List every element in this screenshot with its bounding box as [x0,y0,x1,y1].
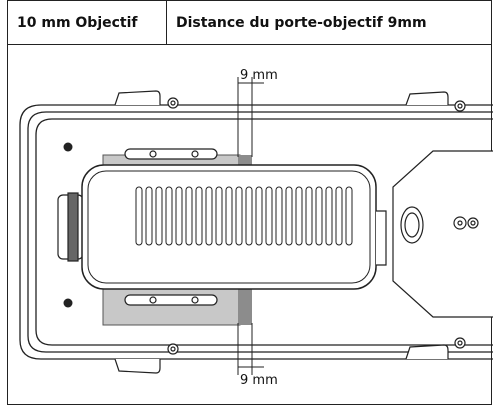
camera-top-view-drawing: 9 mm 9 mm [19,68,493,388]
rear-connector-housing [376,150,493,318]
top-dimension-label: 9 mm [240,68,278,83]
bottom-mount-tab-right [405,337,466,360]
figure-table: 10 mm Objectif Distance du porte-objecti… [7,0,493,405]
table-header-row: 10 mm Objectif Distance du porte-objecti… [8,1,491,45]
bottom-mount-tab-left [114,343,179,374]
top-mount-tab-right [405,91,466,112]
camera-diagram: 9 mm 9 mm [8,45,493,404]
top-mount-tab-left [114,90,179,109]
adjustment-slot-bottom [124,294,218,306]
distance-gap-bottom [238,285,252,325]
bottom-dimension-label: 9 mm [240,373,278,388]
header-lens-cell: 10 mm Objectif [8,1,167,44]
adjustment-slot-top [124,148,218,160]
dimension-lines [237,77,264,375]
housing-outline [19,104,493,360]
lens-barrel [57,192,84,262]
header-distance-cell: Distance du porte-objectif 9mm [176,14,427,31]
heat-sink-fins [135,186,353,246]
corner-screws [63,142,73,308]
